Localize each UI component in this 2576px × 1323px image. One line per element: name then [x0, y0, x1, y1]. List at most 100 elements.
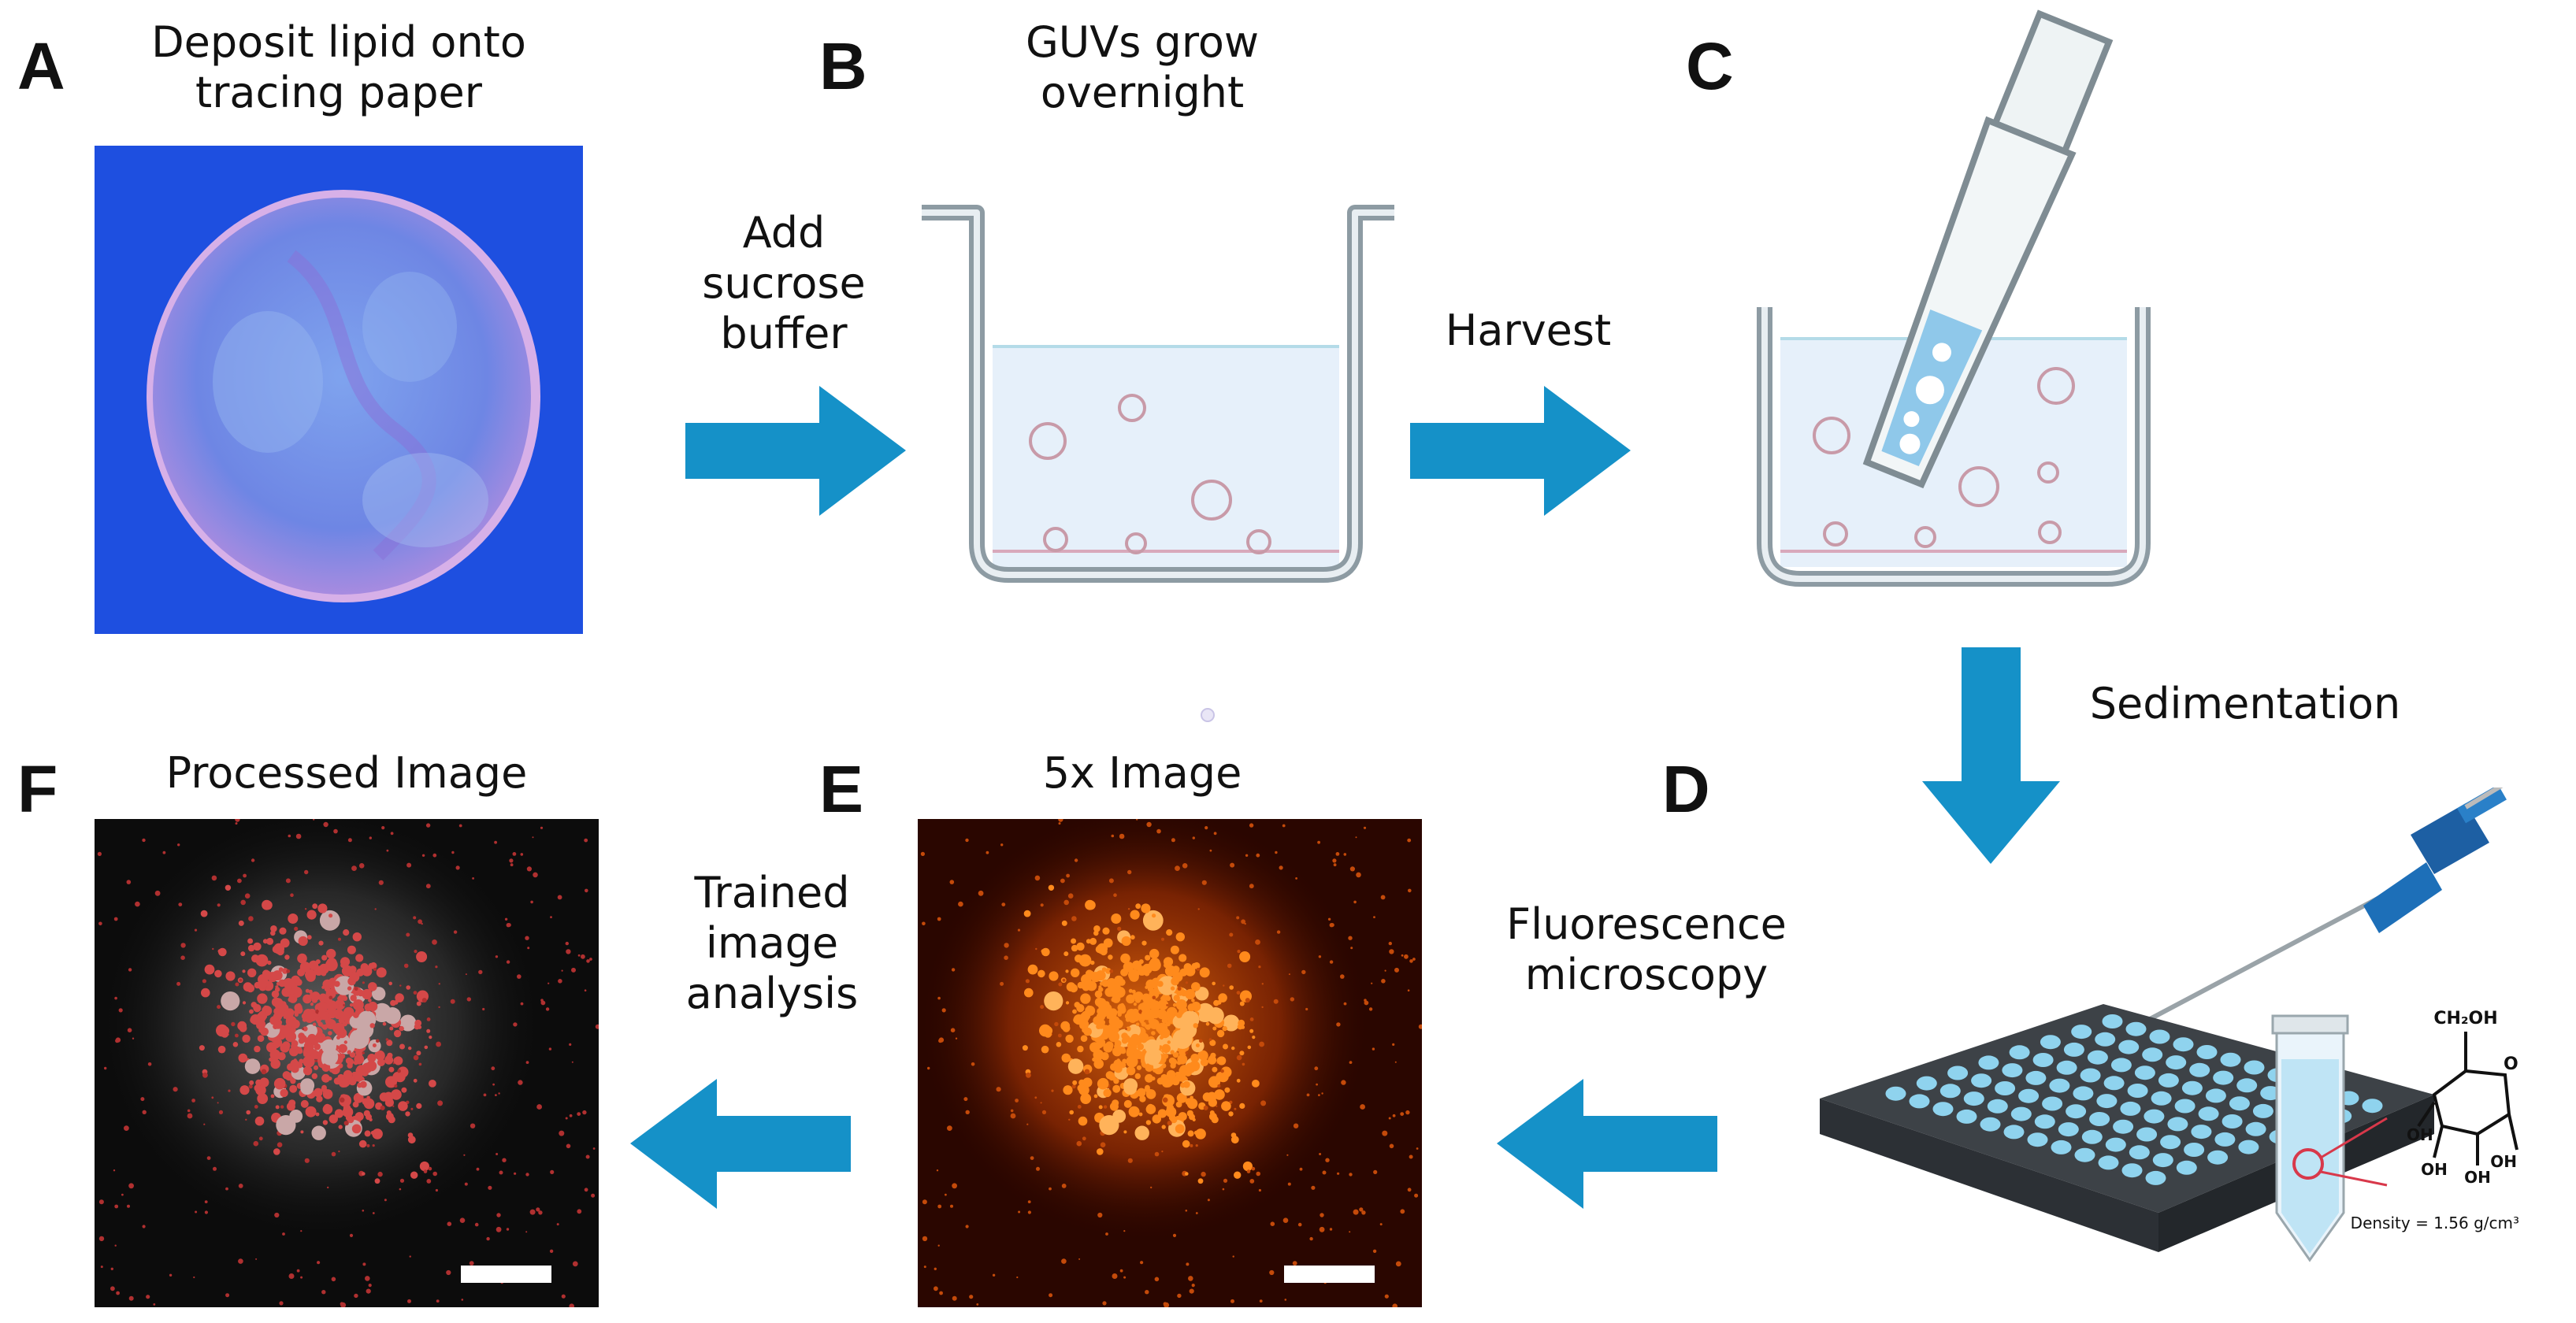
- vesicle-dot: [1228, 1111, 1234, 1117]
- vesicle-dot: [110, 1267, 113, 1270]
- vesicle-dot: [1149, 1007, 1160, 1019]
- vesicle-dot: [1108, 878, 1114, 884]
- vesicle-dot: [1409, 1154, 1413, 1159]
- vesicle-dot: [1010, 1109, 1014, 1113]
- vesicle-dot: [204, 1210, 208, 1214]
- vesicle-dot: [436, 1299, 440, 1303]
- vesicle-dot: [1165, 1106, 1177, 1117]
- vesicle-dot: [317, 1020, 321, 1024]
- vesicle-dot: [1024, 988, 1034, 998]
- vesicle-dot: [355, 1067, 362, 1074]
- vesicle-dot: [1071, 916, 1077, 921]
- vesicle-dot: [1145, 954, 1151, 961]
- well: [2098, 1155, 2119, 1170]
- vesicle-dot: [225, 971, 236, 981]
- vesicle-dot: [1343, 853, 1347, 856]
- vesicle-dot: [1185, 1210, 1188, 1212]
- vesicle-dot: [1134, 1073, 1141, 1080]
- well: [2144, 1109, 2165, 1124]
- vesicle-dot: [1242, 1062, 1245, 1066]
- vesicle-dot: [399, 1025, 404, 1032]
- vesicle-dot: [342, 1106, 354, 1117]
- vesicle-dots: [920, 819, 1422, 1307]
- vesicle-dot: [110, 1286, 115, 1292]
- vesicle-dot: [325, 1017, 332, 1025]
- vesicle-dot: [1356, 872, 1361, 878]
- arrow-left-analysis: [630, 1079, 851, 1209]
- vesicle-dot: [418, 919, 422, 925]
- vesicle-dot: [279, 1301, 284, 1306]
- vesicle-dot: [349, 1051, 356, 1058]
- vesicle-dot: [328, 983, 335, 988]
- vesicle-dot: [425, 823, 431, 828]
- vesicle-dot: [1185, 988, 1196, 1000]
- vesicle-dot: [303, 1055, 315, 1068]
- vesicle-dot: [406, 985, 410, 990]
- vesicle-dot: [354, 1000, 359, 1006]
- vesicle-dot: [204, 1200, 208, 1203]
- vesicle-dot: [1286, 1154, 1289, 1156]
- vesicle-dot: [333, 828, 338, 834]
- vesicle-dot: [1126, 1009, 1137, 1019]
- vesicle-dot: [240, 951, 246, 957]
- well: [2102, 1014, 2123, 1028]
- vesicle-dot: [976, 1303, 979, 1306]
- vesicle-dot: [1027, 964, 1038, 975]
- vesicle-dot: [321, 1063, 331, 1072]
- vesicle-dot: [328, 995, 333, 1000]
- vesicle-dot: [1282, 824, 1286, 828]
- vesicle-dot: [502, 1158, 507, 1162]
- vesicle-dot: [1123, 1092, 1127, 1096]
- vesicle-dot: [1131, 960, 1141, 970]
- vesicle-dot: [1166, 1004, 1169, 1006]
- vesicle-dot: [421, 998, 427, 1003]
- vesicle-dot: [97, 851, 102, 856]
- vesicle-dot: [409, 1255, 411, 1258]
- well: [1932, 1102, 1954, 1117]
- vesicle-dot: [1185, 981, 1188, 984]
- vesicle-dot: [273, 998, 284, 1008]
- vesicle-dot: [378, 880, 384, 885]
- vesicle-dot: [202, 1072, 208, 1078]
- vesicle-dot: [1103, 1105, 1108, 1109]
- vesicle-dot: [432, 1171, 437, 1177]
- vesicle-dot: [572, 1261, 578, 1267]
- vesicle-dot: [289, 1047, 299, 1057]
- vesicle-dot: [274, 1212, 280, 1218]
- vesicle-dot: [126, 880, 132, 884]
- vesicle-dot: [1409, 959, 1413, 963]
- vesicle-dot: [322, 1024, 328, 1030]
- vesicle-dot: [308, 1019, 312, 1023]
- vesicle-dot: [492, 1083, 495, 1086]
- vesicle-dot: [937, 1204, 942, 1209]
- vesicle-dot: [1127, 908, 1130, 910]
- vesicle-dot: [390, 832, 394, 836]
- vesicle-dot: [1179, 1125, 1183, 1129]
- vesicle-dot: [1185, 965, 1196, 976]
- panel-f-title: Processed Image: [95, 748, 599, 799]
- well: [2205, 1088, 2226, 1103]
- vesicle-dot: [1318, 955, 1322, 958]
- vesicle-dot: [550, 916, 552, 918]
- vesicle-dot: [584, 838, 588, 843]
- vesicle-dot: [1293, 1123, 1299, 1128]
- vesicle-dot: [1184, 1069, 1192, 1077]
- vesicle-dot: [1056, 1042, 1062, 1047]
- vesicle-dot: [1229, 932, 1234, 937]
- vesicle-dot: [282, 1232, 285, 1236]
- vesicle-dot: [366, 1060, 377, 1072]
- vesicle-dot: [100, 1266, 103, 1269]
- panel-letter-c: C: [1686, 29, 1734, 103]
- step-analysis-label: Trained image analysis: [646, 868, 898, 1019]
- vesicle-dot: [1190, 1143, 1193, 1147]
- vesicle-dot: [1384, 1294, 1389, 1299]
- vesicle-dot: [1187, 1130, 1194, 1137]
- vesicle-dot: [1251, 1166, 1256, 1171]
- well: [2252, 1103, 2273, 1118]
- vesicle-dot: [1245, 854, 1249, 857]
- vesicle-dot: [362, 1051, 365, 1054]
- vesicle-dot: [362, 1172, 366, 1176]
- vesicle-dot: [1314, 1066, 1319, 1071]
- vesicle-dot: [1111, 834, 1115, 838]
- vesicle-dot: [187, 1113, 193, 1119]
